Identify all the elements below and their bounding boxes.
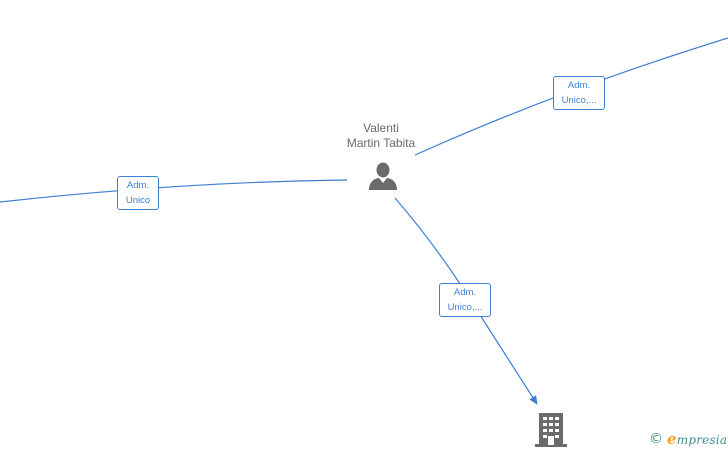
edge-label-line1: Adm. xyxy=(567,80,591,91)
edge-label-line2: Unico,... xyxy=(561,95,597,106)
building-icon[interactable] xyxy=(535,411,567,447)
brand-watermark: © empresia xyxy=(649,429,727,449)
logo-rest: mpresia xyxy=(676,433,728,447)
edge-label-line1: Adm. xyxy=(126,180,150,191)
edge-label-left[interactable]: Adm. Unico xyxy=(117,176,159,210)
person-node-label[interactable]: Valenti Martin Tabita xyxy=(330,121,432,151)
edge-label-line2: Unico,... xyxy=(447,302,483,313)
edge-line-left xyxy=(0,179,348,203)
empresia-logo: empresia xyxy=(667,430,727,448)
person-name-line2: Martin Tabita xyxy=(346,136,416,150)
person-icon[interactable] xyxy=(367,161,399,191)
person-name-line1: Valenti xyxy=(363,121,399,135)
edge-label-line1: Adm. xyxy=(453,287,477,298)
edge-label-down[interactable]: Adm. Unico,... xyxy=(439,283,491,317)
logo-initial: e xyxy=(667,430,677,448)
edge-label-top-right[interactable]: Adm. Unico,... xyxy=(553,76,605,110)
copyright-icon: © xyxy=(649,431,663,447)
edge-label-line2: Unico xyxy=(125,195,151,206)
